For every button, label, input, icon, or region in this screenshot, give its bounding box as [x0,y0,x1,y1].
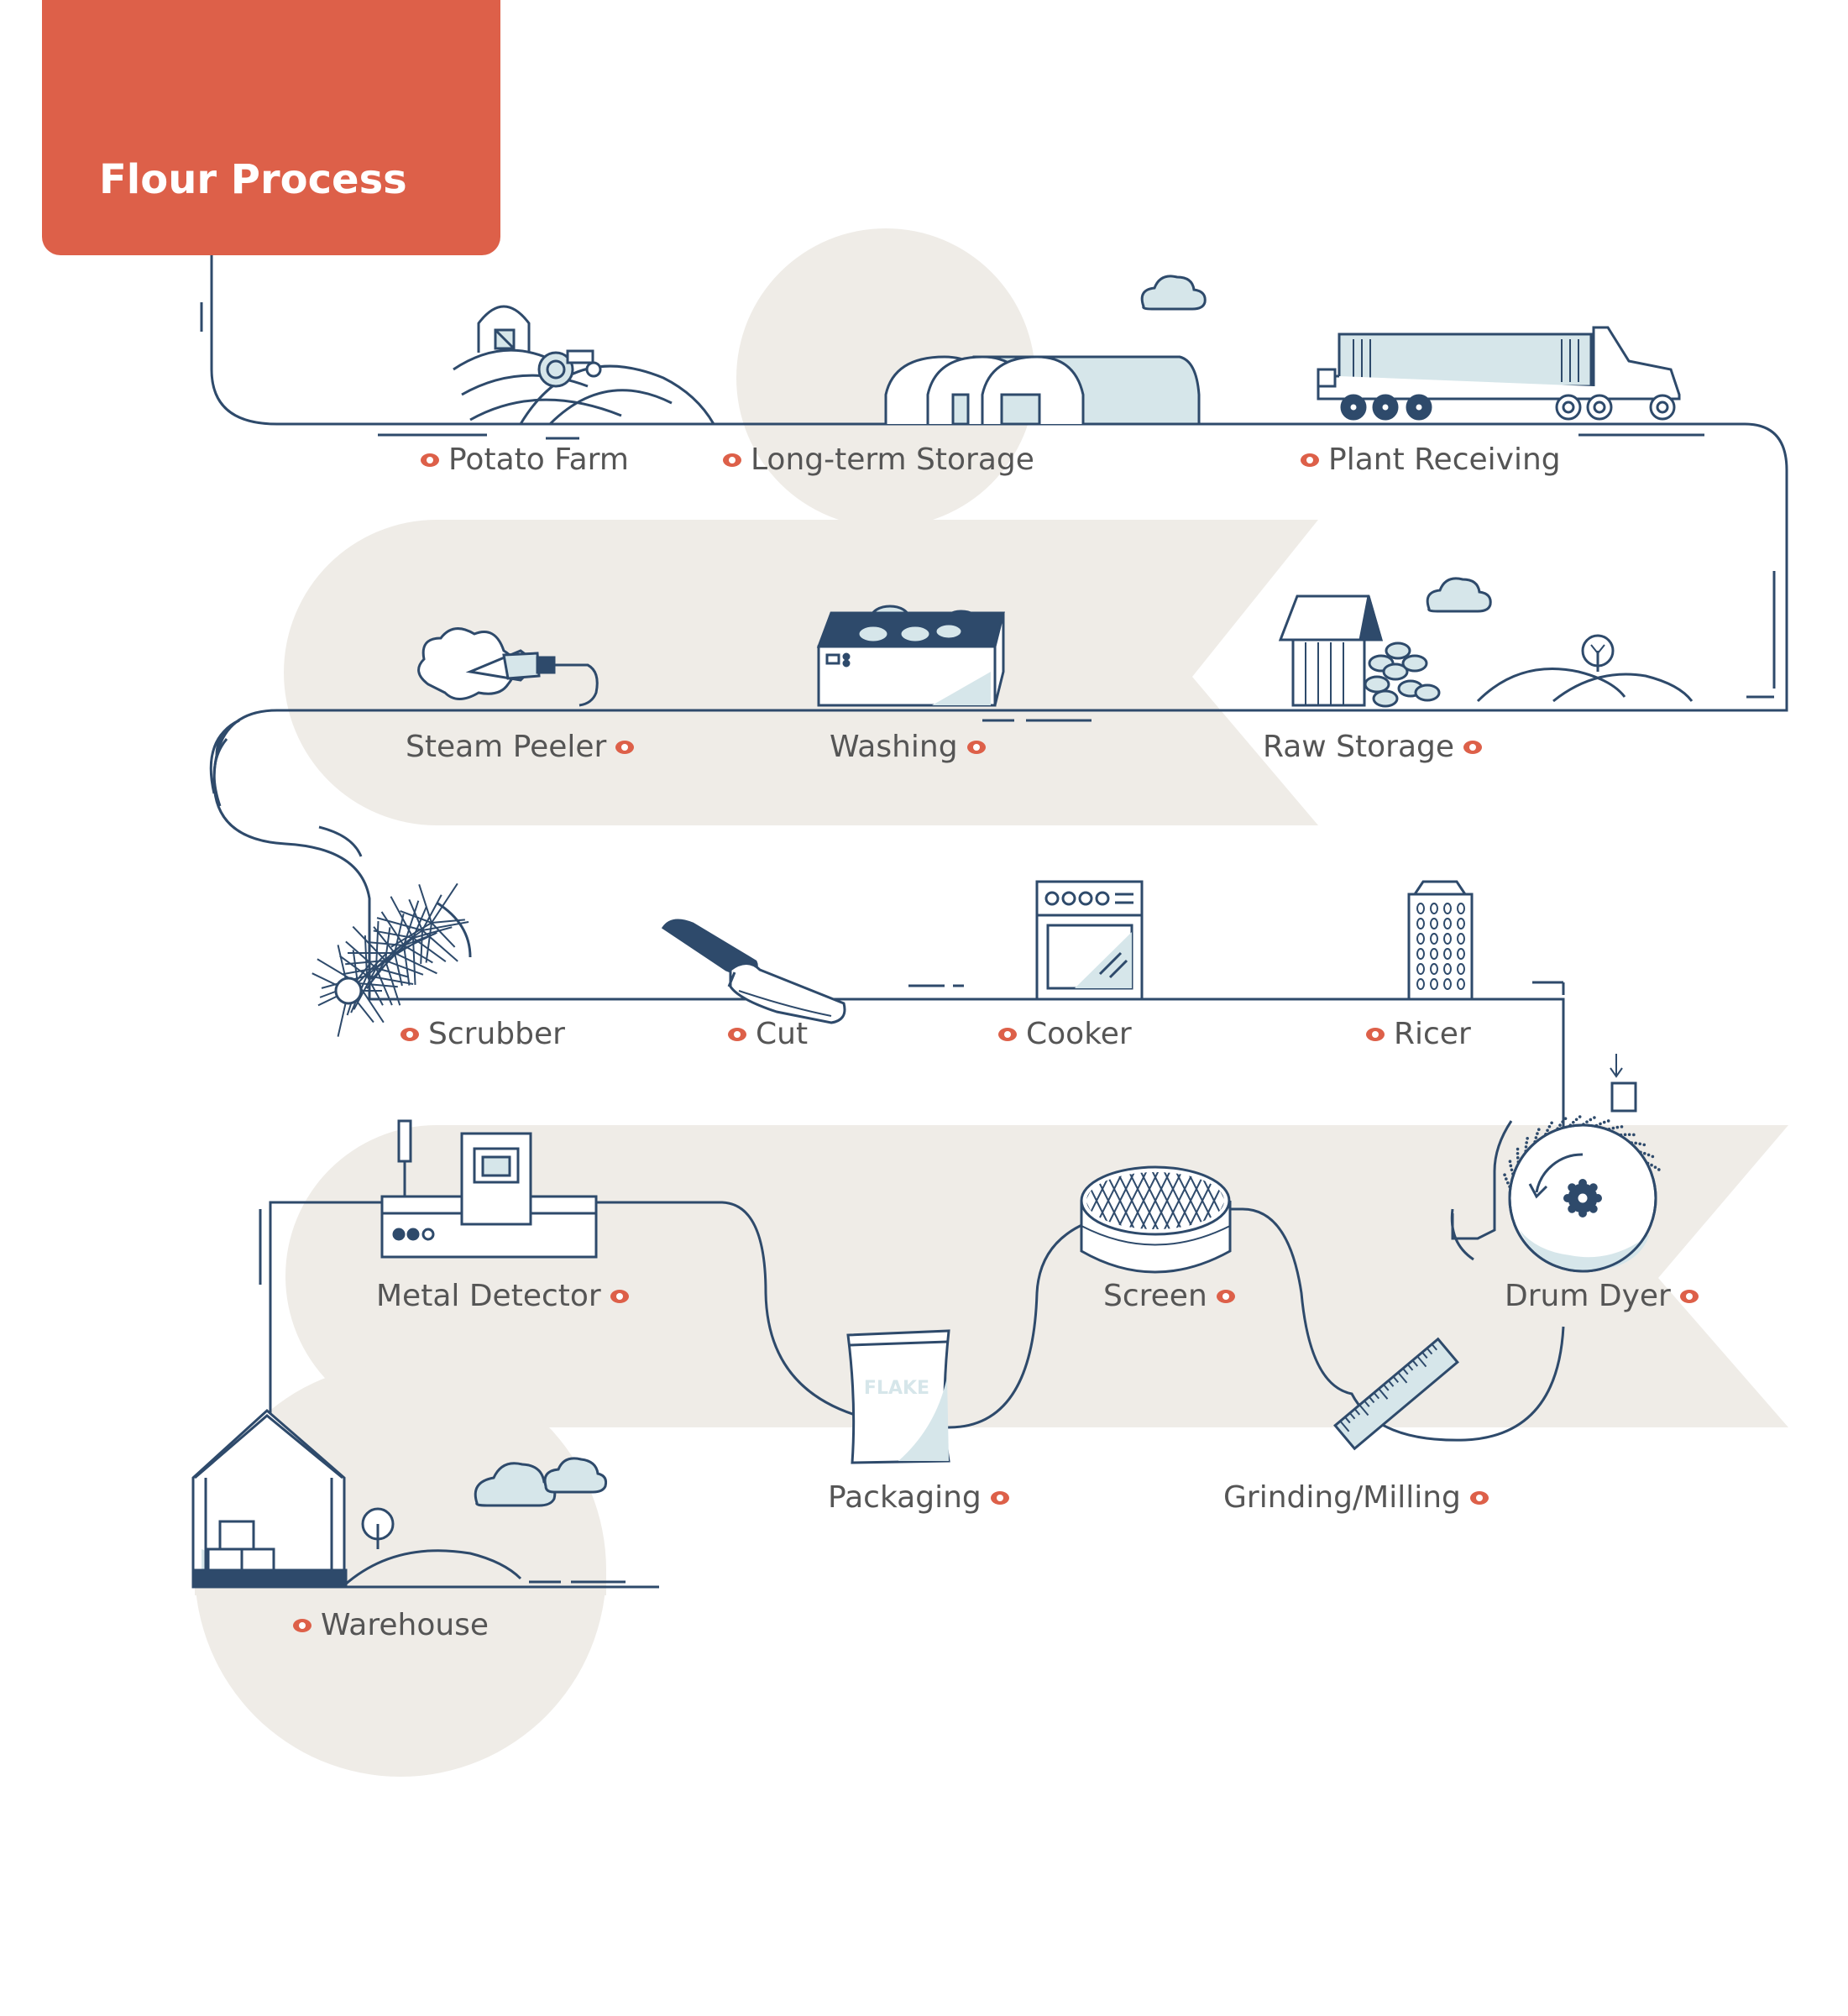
band-row-2 [284,520,1318,825]
long-term-storage-icon [884,355,1201,426]
step-label: Warehouse [321,1608,489,1642]
step-plant-receiving: Plant Receiving [1300,445,1561,475]
step-label: Grinding/Milling [1223,1480,1461,1515]
step-ricer: Ricer [1365,1019,1471,1050]
step-label: Drum Dyer [1505,1279,1671,1313]
raw-storage-icon [1278,594,1694,708]
cloud-icon [474,275,1492,1507]
step-metal-detector: Metal Detector [376,1281,630,1312]
step-scrubber: Scrubber [400,1019,565,1050]
potato-farm-icon [453,305,715,426]
step-label: Cooker [1026,1017,1132,1051]
bag-label: FLAKE [864,1378,929,1399]
step-raw-storage: Raw Storage [1263,732,1483,762]
eye-icon [420,450,440,470]
step-washing: Washing [830,732,987,762]
drum-dryer-icon [1450,1054,1661,1273]
eye-icon [966,737,987,757]
eye-icon [400,1024,420,1045]
eye-icon [292,1615,312,1636]
title-banner [42,0,500,255]
eye-icon [1463,737,1483,757]
page-title: Flour Process [99,156,407,203]
step-cut: Cut [727,1019,808,1050]
eye-icon [610,1286,630,1306]
step-label: Packaging [828,1480,982,1515]
step-label: Steam Peeler [406,730,607,764]
steam-peeler-icon [417,627,599,707]
eye-icon [727,1024,747,1045]
step-screen: Screen [1103,1281,1236,1312]
step-label: Metal Detector [376,1279,601,1313]
eye-icon [1216,1286,1236,1306]
step-long-term-storage: Long-term Storage [722,445,1034,475]
step-potato-farm: Potato Farm [420,445,629,475]
step-label: Cut [756,1017,809,1051]
step-cooker: Cooker [997,1019,1132,1050]
storage-backdrop [736,228,1035,527]
step-grinding-milling: Grinding/Milling [1223,1483,1489,1513]
step-label: Raw Storage [1263,730,1455,764]
step-packaging: Packaging [828,1483,1010,1513]
knife-icon [661,919,846,1024]
band-row-4 [285,1125,1788,1427]
eye-icon [990,1488,1010,1508]
bag-icon: FLAKE [846,1329,950,1464]
washing-icon [816,605,1005,707]
truck-icon [1317,326,1681,421]
eye-icon [1365,1024,1385,1045]
background-bands [195,228,1788,1777]
step-label: Ricer [1394,1017,1471,1051]
step-steam-peeler: Steam Peeler [406,732,635,762]
scrubber-icon [311,882,472,1037]
warehouse-icon [191,1408,659,1589]
ruler-icon [1333,1337,1459,1451]
step-label: Potato Farm [448,442,629,477]
step-label: Long-term Storage [751,442,1034,477]
step-drum-dyer: Drum Dyer [1505,1281,1699,1312]
step-label: Plant Receiving [1328,442,1561,477]
step-label: Screen [1103,1279,1207,1313]
step-label: Scrubber [428,1017,565,1051]
eye-icon [615,737,635,757]
eye-icon [1300,450,1320,470]
scrubber-swirl [209,719,240,807]
metal-detector-icon [380,1119,598,1259]
eye-icon [1469,1488,1489,1508]
eye-icon [1679,1286,1699,1306]
cooker-icon [1035,880,1144,1001]
flow-accents [200,302,1776,1584]
step-warehouse: Warehouse [292,1610,489,1641]
eye-icon [722,450,742,470]
grater-icon [1407,880,1474,1001]
step-label: Washing [830,730,958,764]
eye-icon [997,1024,1018,1045]
